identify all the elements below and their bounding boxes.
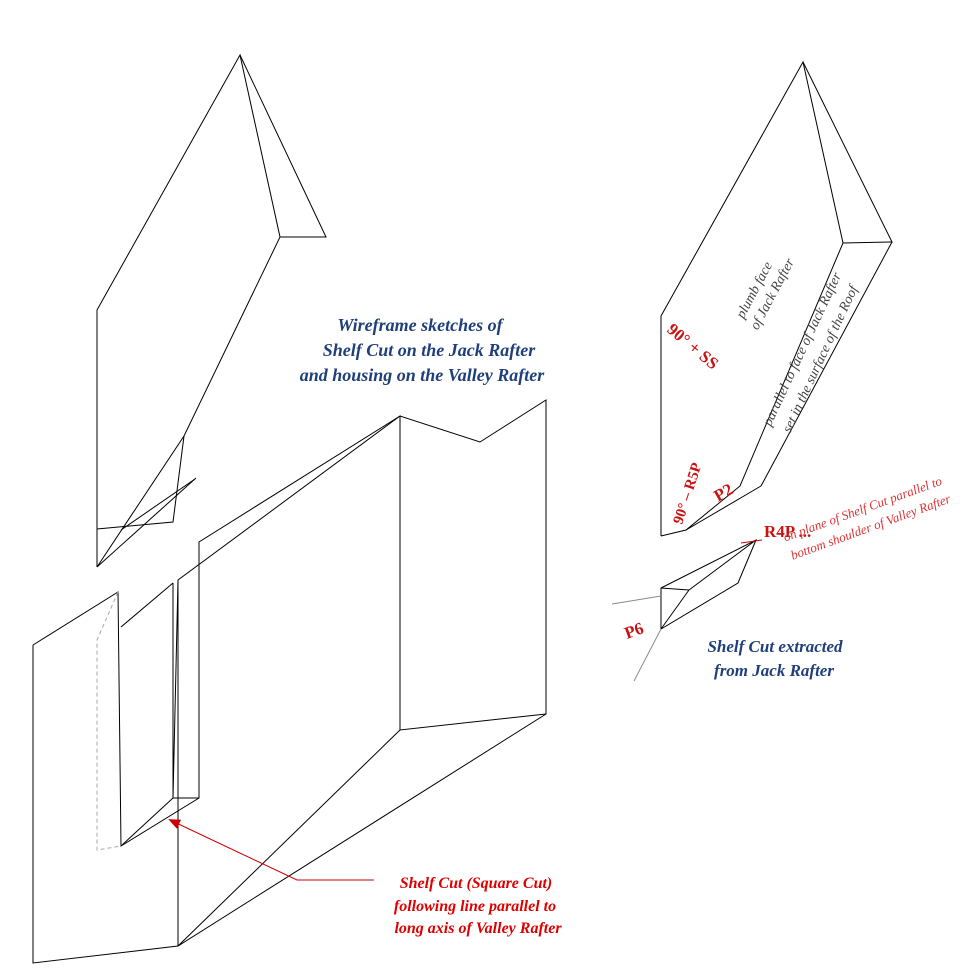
label-angle-r5p: 90° – R5P (671, 461, 706, 526)
label-p6: P6 (622, 618, 646, 642)
jack-rafter-left (96, 53, 327, 568)
caption-line-1: Shelf Cut extracted (707, 637, 843, 656)
note-line-1: Shelf Cut (Square Cut) (400, 875, 552, 892)
note-line-3: long axis of Valley Rafter (394, 920, 562, 937)
diagram-title: Wireframe sketches of Shelf Cut on the J… (300, 315, 546, 385)
shelf-cut-extracted (611, 538, 763, 682)
caption-line-2: from Jack Rafter (714, 661, 834, 680)
shelf-cut-arrow (168, 819, 374, 881)
shelf-extract-labels: R4P ... on plane of Shelf Cut parallel t… (622, 473, 953, 680)
shelf-cut-note: Shelf Cut (Square Cut) following line pa… (394, 875, 562, 937)
jack-rafter-labels: plumb face of Jack Rafter 90° + SS 90° –… (663, 256, 862, 527)
label-angle-ss: 90° + SS (663, 320, 722, 374)
jack-rafter-right (660, 60, 893, 537)
title-line-1: Wireframe sketches of (337, 315, 504, 335)
label-p2: P2 (711, 480, 737, 506)
label-r4p: R4P ... (764, 522, 811, 541)
valley-rafter-housing (32, 399, 547, 964)
title-line-2: Shelf Cut on the Jack Rafter (323, 340, 537, 360)
title-line-3: and housing on the Valley Rafter (300, 365, 546, 385)
note-line-2: following line parallel to (394, 898, 556, 915)
